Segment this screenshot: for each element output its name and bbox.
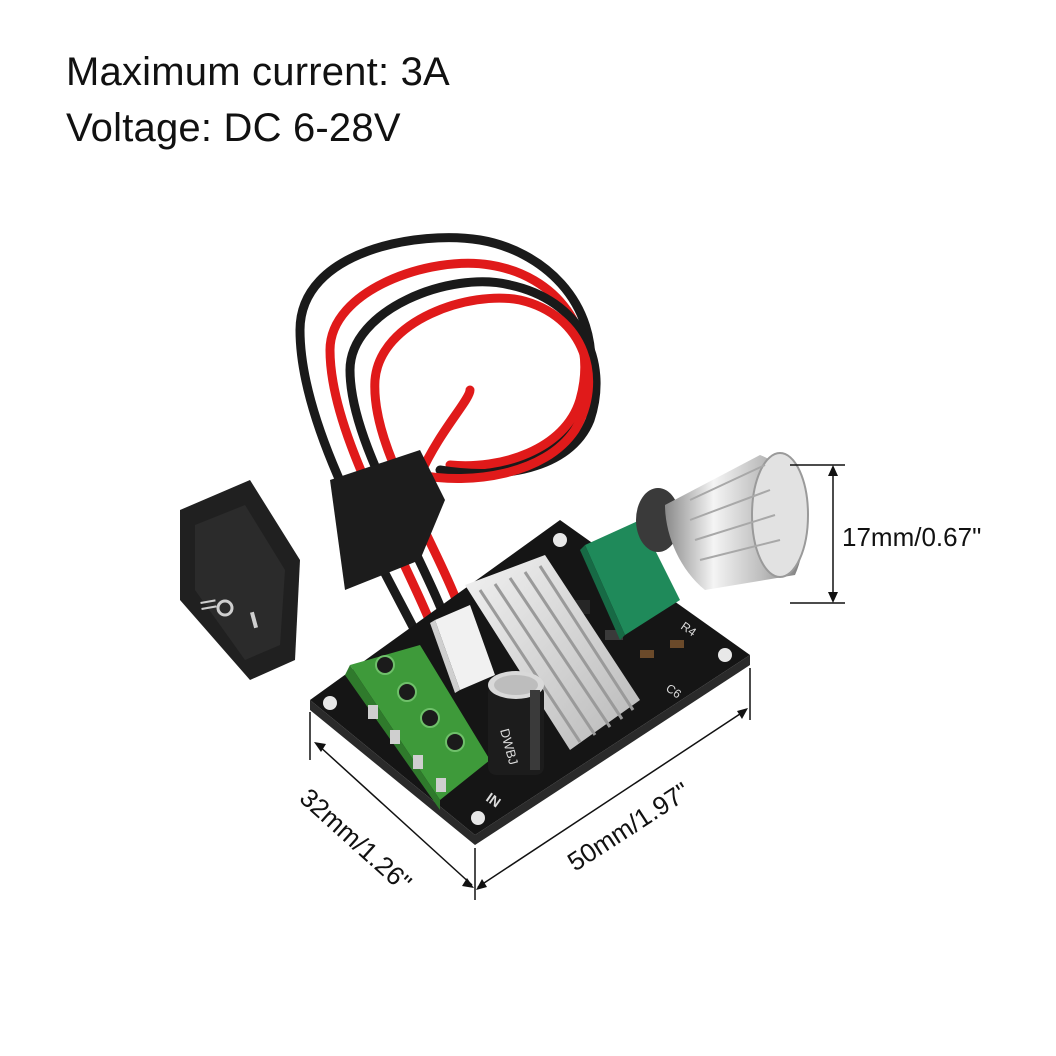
knob bbox=[665, 452, 809, 590]
electrolytic-capacitor: DWBJ bbox=[488, 671, 544, 775]
dimension-lines bbox=[309, 464, 845, 900]
switch-mark-i bbox=[249, 611, 259, 629]
rocker-switch: II bbox=[180, 450, 445, 680]
switch-mark-ii: II bbox=[195, 597, 222, 613]
terminal-block: IN bbox=[345, 645, 504, 810]
max-current-spec: Maximum current: 3A bbox=[66, 50, 450, 94]
board-length-label: 50mm/1.97" bbox=[562, 776, 695, 877]
voltage-spec: Voltage: DC 6-28V bbox=[66, 106, 401, 150]
knob-height-label: 17mm/0.67" bbox=[842, 522, 981, 552]
board-width-label: 32mm/1.26" bbox=[294, 782, 418, 898]
heatsink bbox=[465, 555, 640, 750]
wire-connector bbox=[430, 605, 495, 693]
switch-mark-o bbox=[216, 599, 234, 617]
